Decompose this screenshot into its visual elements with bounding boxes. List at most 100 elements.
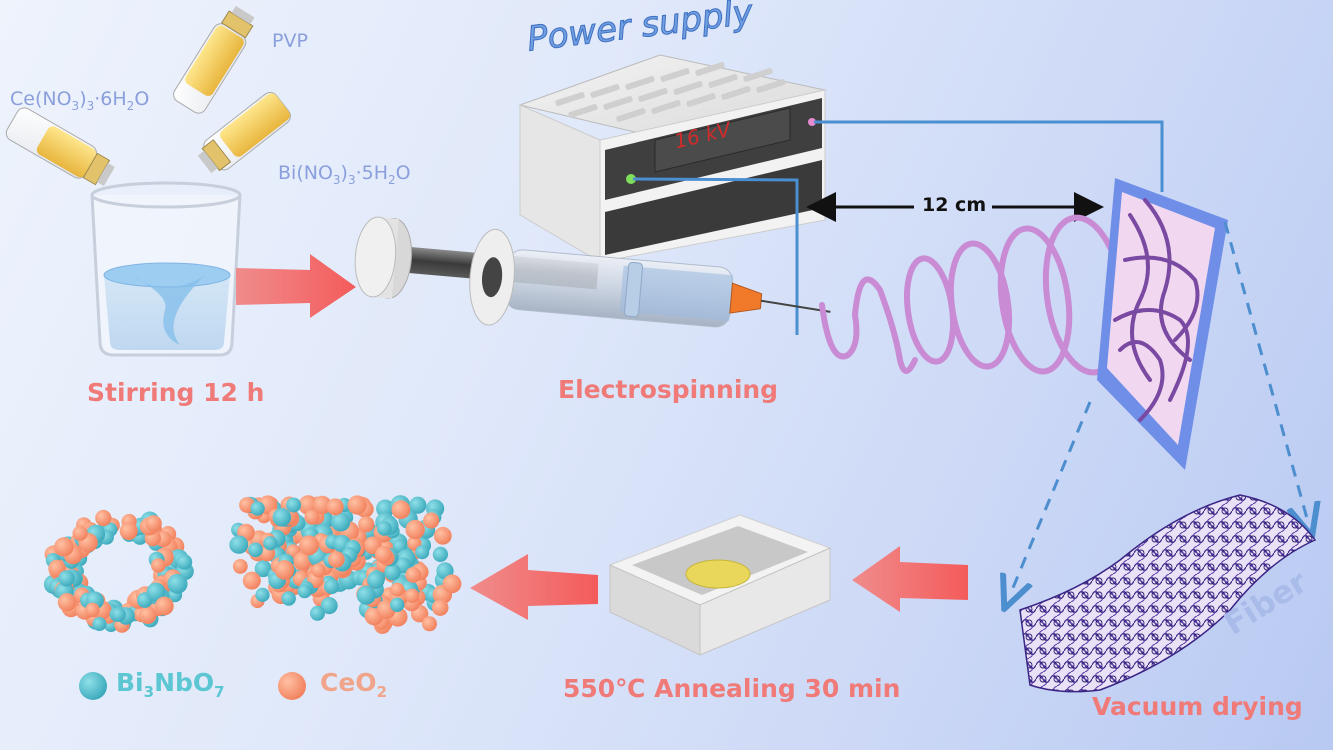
- syringe: [354, 216, 831, 328]
- ceo2-particle: [72, 525, 88, 541]
- wire-positive: [632, 177, 799, 335]
- ce-sub-2: 3: [86, 98, 95, 113]
- bi3nbo7-particle: [248, 542, 263, 558]
- ceo2-particle: [311, 563, 326, 578]
- collector-plate: [1097, 178, 1228, 470]
- bi-nitrate-vial: [197, 91, 291, 174]
- dashed-line-left: [1010, 401, 1092, 595]
- label-ce-nitrate: Ce(NO3)3·6H2O: [10, 88, 149, 113]
- ceo2-particle: [405, 519, 425, 540]
- label-pvp: PVP: [272, 30, 308, 52]
- arrow-anneal-to-product: [470, 554, 598, 620]
- ce-part-d: O: [134, 88, 150, 110]
- ceo2-particle: [374, 545, 393, 564]
- ceo2-sub-1: 2: [376, 683, 387, 701]
- ceo2-particle: [145, 515, 162, 532]
- bi3nbo7-particle: [376, 521, 392, 536]
- legend-dot-ceo2: [278, 672, 306, 700]
- bi3nbo7-particle: [229, 535, 249, 554]
- bi3nbo7-particle: [324, 578, 340, 594]
- bi3nbo7-particle: [390, 597, 405, 612]
- bi3nbo7-particle: [250, 501, 265, 516]
- bi3nbo7-particle: [415, 545, 430, 560]
- ceo2-particle: [405, 567, 422, 583]
- label-bi-nitrate: Bi(NO3)3·5H2O: [278, 162, 411, 187]
- front-panel-lower: [605, 160, 822, 255]
- arrow-stir-to-spin: [236, 254, 356, 318]
- ceo2-particle: [139, 606, 157, 624]
- bi3nbo7-particle: [384, 564, 401, 581]
- crucible-boat: [608, 514, 832, 656]
- terminal-pink: [808, 118, 816, 126]
- ceo2-particle: [431, 599, 449, 616]
- bi-part-b: ): [340, 162, 348, 184]
- ce-part-b: ): [79, 88, 87, 110]
- bi3nbo7-particle: [297, 584, 312, 599]
- bi3nbo7-particle: [92, 617, 107, 631]
- ce-nitrate-vial: [5, 107, 115, 187]
- step-stirring: Stirring 12 h: [87, 378, 265, 407]
- ceo2-particle: [304, 509, 320, 525]
- ceo2-particle: [326, 498, 344, 516]
- bi3nbo7-particle: [146, 582, 166, 602]
- ce-part-c: ·6H: [94, 88, 127, 110]
- bi3nbo7-particle: [176, 554, 193, 570]
- ceo2-particle: [299, 535, 319, 556]
- ceo2-particle: [391, 500, 411, 520]
- ceo2-particle: [119, 522, 138, 540]
- ce-sub-1: 3: [71, 98, 80, 113]
- bi3nbo7-particle: [286, 497, 302, 513]
- bi-sub-3: 2: [388, 172, 396, 187]
- bi3nbo7-particle: [320, 597, 338, 615]
- legend-label-bi3nbo7: Bi3NbO7: [116, 668, 225, 701]
- ceo2-particle: [274, 560, 295, 580]
- ceo2-particle: [423, 512, 440, 529]
- bi3nbo7-particle: [111, 607, 126, 622]
- ceo2-particle: [293, 551, 313, 571]
- deposited-fibers: [1113, 198, 1200, 422]
- ceo2-particle: [54, 537, 74, 557]
- bi3nbo7-particle: [367, 571, 385, 589]
- fiber-mat: [1019, 494, 1317, 693]
- sample-powder: [685, 559, 751, 589]
- ceo2-particle: [313, 495, 332, 515]
- ceo2-particle: [347, 495, 367, 515]
- ceo2-particle: [358, 516, 375, 533]
- bi3nbo7-particle: [331, 512, 351, 532]
- step-electrospinning: Electrospinning: [558, 375, 779, 404]
- bi3nbo7-sub-2: 7: [214, 683, 225, 701]
- bi-sub-1: 3: [332, 172, 341, 187]
- vortex: [130, 275, 205, 345]
- step-vacuum-drying: Vacuum drying: [1092, 692, 1303, 721]
- distance-label: 12 cm: [922, 194, 987, 216]
- legend-label-ceo2: CeO2: [320, 668, 387, 701]
- ring-nanostructure: [43, 509, 194, 633]
- wire-collector: [814, 120, 1164, 192]
- bi3nbo7-particle: [272, 508, 292, 527]
- ceo2-particle: [422, 616, 437, 632]
- beaker: [90, 181, 242, 357]
- tube-nanostructure: [229, 495, 462, 634]
- ceo2-particle: [390, 582, 405, 597]
- bi-sub-2: 3: [347, 172, 356, 187]
- bi3nbo7-particle: [167, 573, 188, 594]
- bi3nbo7-particle: [356, 585, 376, 605]
- fiber-jet-spiral: [819, 214, 1128, 376]
- bi3nbo7-particle: [281, 591, 296, 606]
- bi3nbo7-particle: [255, 587, 270, 603]
- bi-part-c: ·5H: [355, 162, 389, 184]
- bi3nbo7-particle: [409, 496, 427, 514]
- bi3nbo7-particle: [263, 536, 278, 551]
- ceo2-particle: [405, 588, 420, 603]
- ce-part-a: Ce(NO: [10, 88, 72, 110]
- power-supply-unit: [518, 54, 827, 263]
- bi3nbo7-part-a: Bi: [116, 668, 144, 697]
- step-annealing: 550℃ Annealing 30 min: [563, 674, 901, 703]
- bi-part-a: Bi(NO: [278, 162, 333, 184]
- bi3nbo7-particle: [376, 499, 395, 518]
- pvp-vial: [173, 5, 255, 114]
- ceo2-particle: [242, 571, 261, 590]
- ceo2-particle: [154, 596, 174, 616]
- bi3nbo7-particle: [58, 570, 75, 587]
